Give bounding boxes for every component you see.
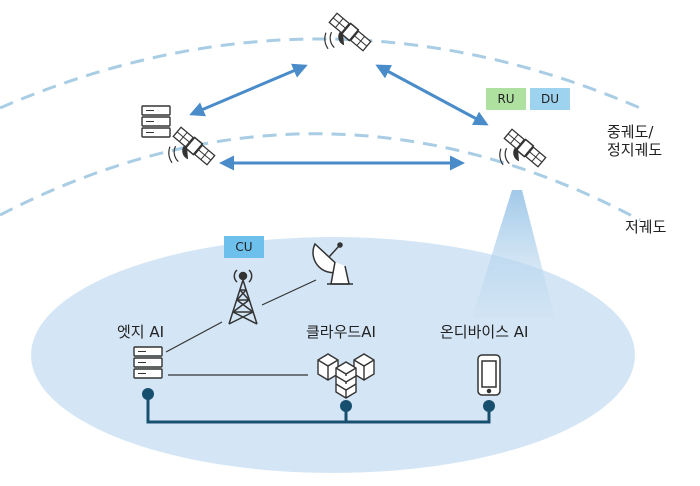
orbit-low	[0, 132, 641, 222]
node-device	[483, 400, 495, 412]
satellite-dish-icon	[312, 242, 353, 285]
orbit-mid-geo-label-line2: 정지궤도	[607, 141, 663, 159]
orbit-mid-geo-label: 중궤도/ 정지궤도	[607, 123, 662, 159]
on-device-ai-label: 온디바이스 AI	[440, 323, 529, 341]
edge-ai-label: 엣지 AI	[117, 323, 165, 341]
satellite-beam	[472, 190, 555, 318]
server-cluster-icon	[317, 353, 375, 399]
server-stack-icon	[133, 346, 163, 379]
link-arrow-top-left	[189, 63, 308, 117]
orbit-mid-geo	[0, 37, 641, 110]
node-cloud	[340, 400, 352, 412]
du-tag: DU	[530, 88, 570, 110]
ru-tag: RU	[486, 88, 526, 110]
link-edge-tower	[165, 321, 223, 353]
orbit-mid-geo-label-line1: 중궤도/	[607, 123, 654, 141]
link-tower-dish	[261, 279, 317, 306]
cell-tower-icon	[228, 269, 258, 325]
cu-tag: CU	[224, 236, 264, 258]
node-edge	[142, 388, 154, 400]
link-arrow-top-right	[375, 64, 489, 126]
smartphone-icon	[477, 354, 501, 396]
orbit-low-label: 저궤도	[625, 218, 667, 236]
cloud-ai-label: 클라우드AI	[306, 323, 376, 341]
server-stack-icon	[141, 105, 171, 138]
